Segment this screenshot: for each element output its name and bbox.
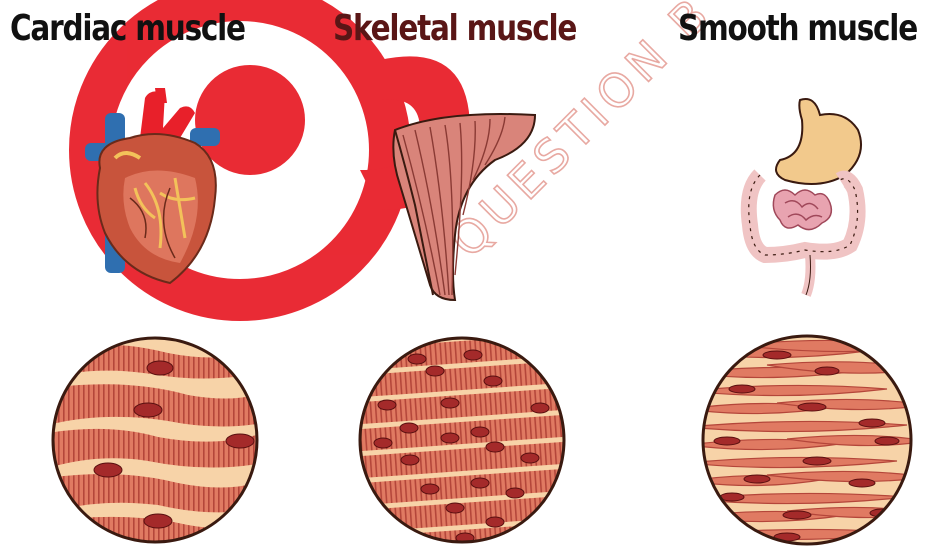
smooth-muscle-title: Smooth muscle xyxy=(678,8,917,49)
smooth-muscle-tissue xyxy=(697,333,917,548)
cardiac-muscle-tissue xyxy=(48,333,263,548)
skeletal-muscle-icon xyxy=(385,105,545,305)
cardiac-muscle-title: Cardiac muscle xyxy=(10,8,245,49)
digestive-tract-icon xyxy=(740,95,870,300)
skeletal-muscle-title: Skeletal muscle xyxy=(333,8,576,49)
skeletal-muscle-tissue xyxy=(355,333,570,548)
heart-icon xyxy=(85,88,230,288)
